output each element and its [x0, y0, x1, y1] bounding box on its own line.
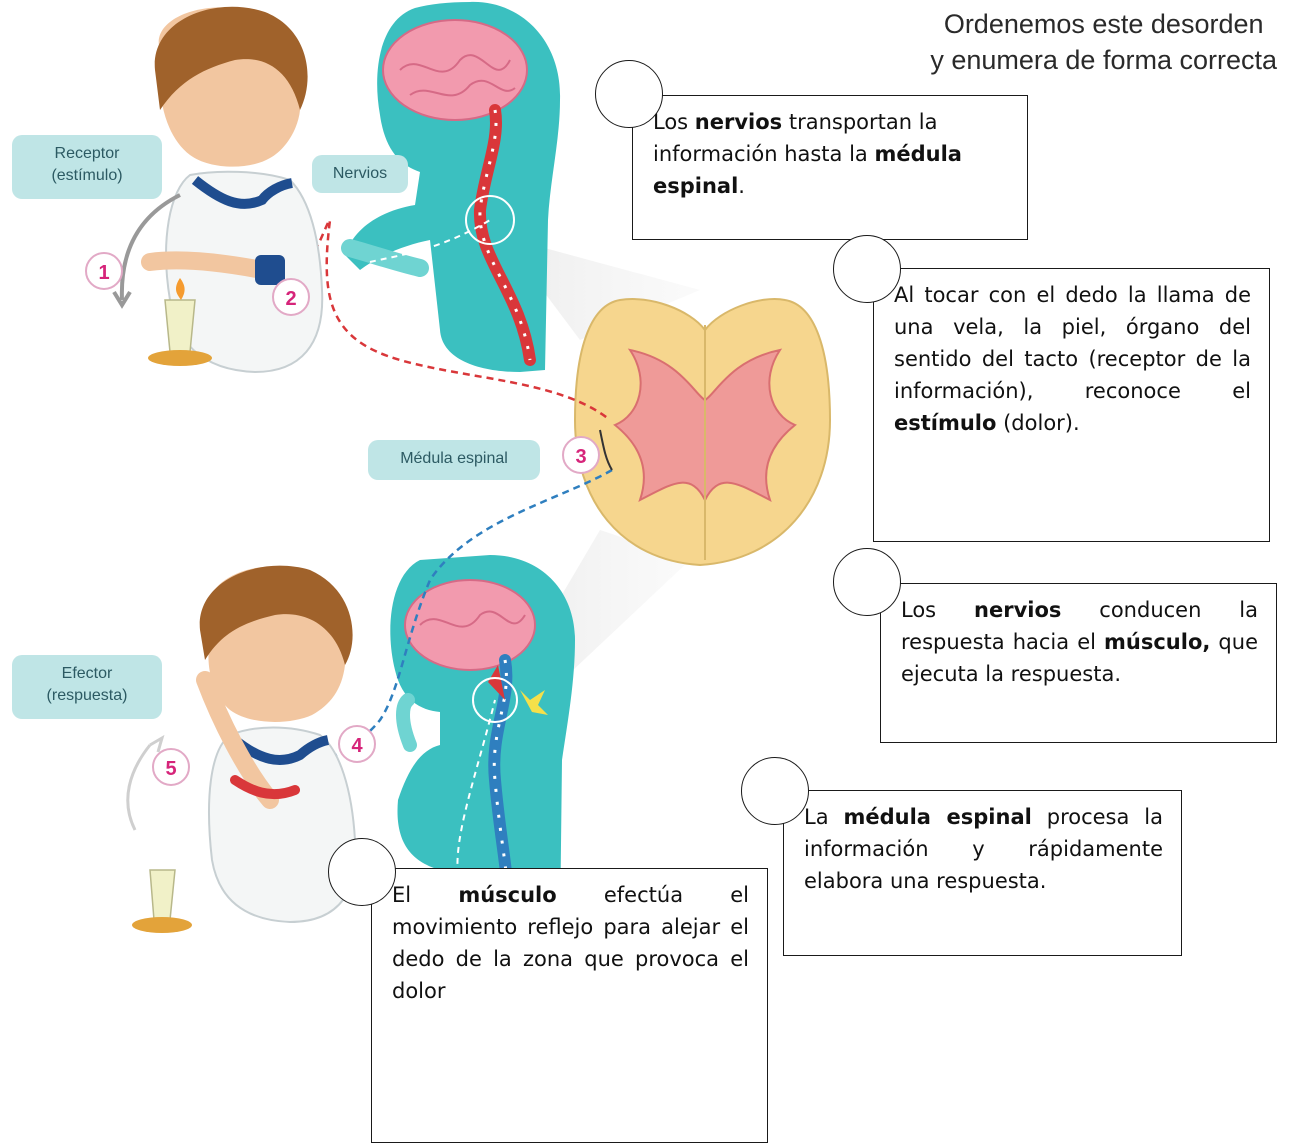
instructions-line-2: y enumera de forma correcta: [930, 45, 1277, 75]
step-number-1: 1: [85, 252, 123, 290]
order-circle-estimulo[interactable]: [833, 235, 901, 303]
card-estimulo: Al tocar con el dedo la llama de una vel…: [873, 268, 1270, 542]
instructions-heading: Ordenemos este desorden y enumera de for…: [930, 6, 1277, 78]
step-number-4: 4: [338, 725, 376, 763]
label-medula: Médula espinal: [368, 440, 540, 480]
efector-subtitle: (respuesta): [46, 687, 128, 704]
order-circle-nervios-medula[interactable]: [595, 60, 663, 128]
silhouette-top: [341, 1, 561, 372]
afferent-nerve-path: [299, 216, 611, 421]
boy-top: [112, 6, 324, 374]
boy-bottom: [126, 565, 357, 933]
efector-title: Efector: [61, 665, 113, 682]
step-number-3: 3: [562, 436, 600, 474]
label-receptor: Receptor (estímulo): [12, 135, 162, 199]
order-circle-nervios-musculo[interactable]: [833, 548, 901, 616]
order-circle-musculo[interactable]: [328, 838, 396, 906]
spinal-cord-section: [573, 298, 832, 567]
brain-top: [382, 19, 528, 121]
label-nervios: Nervios: [312, 155, 408, 193]
card-nervios-musculo: Los nervios conducen la respuesta hacia …: [880, 583, 1277, 743]
card-medula-procesa: La médula espinal procesa la información…: [783, 790, 1182, 956]
step-number-5: 5: [152, 748, 190, 786]
receptor-subtitle: (estímulo): [51, 167, 123, 184]
order-circle-medula-procesa[interactable]: [741, 757, 809, 825]
instructions-line-1: Ordenemos este desorden: [943, 9, 1264, 39]
label-efector: Efector (respuesta): [12, 655, 162, 719]
step-number-2: 2: [272, 278, 310, 316]
card-nervios-medula: Los nervios transportan la información h…: [632, 95, 1028, 240]
receptor-title: Receptor: [54, 145, 120, 162]
card-musculo: El músculo efectúa el movimiento reflejo…: [371, 868, 768, 1143]
